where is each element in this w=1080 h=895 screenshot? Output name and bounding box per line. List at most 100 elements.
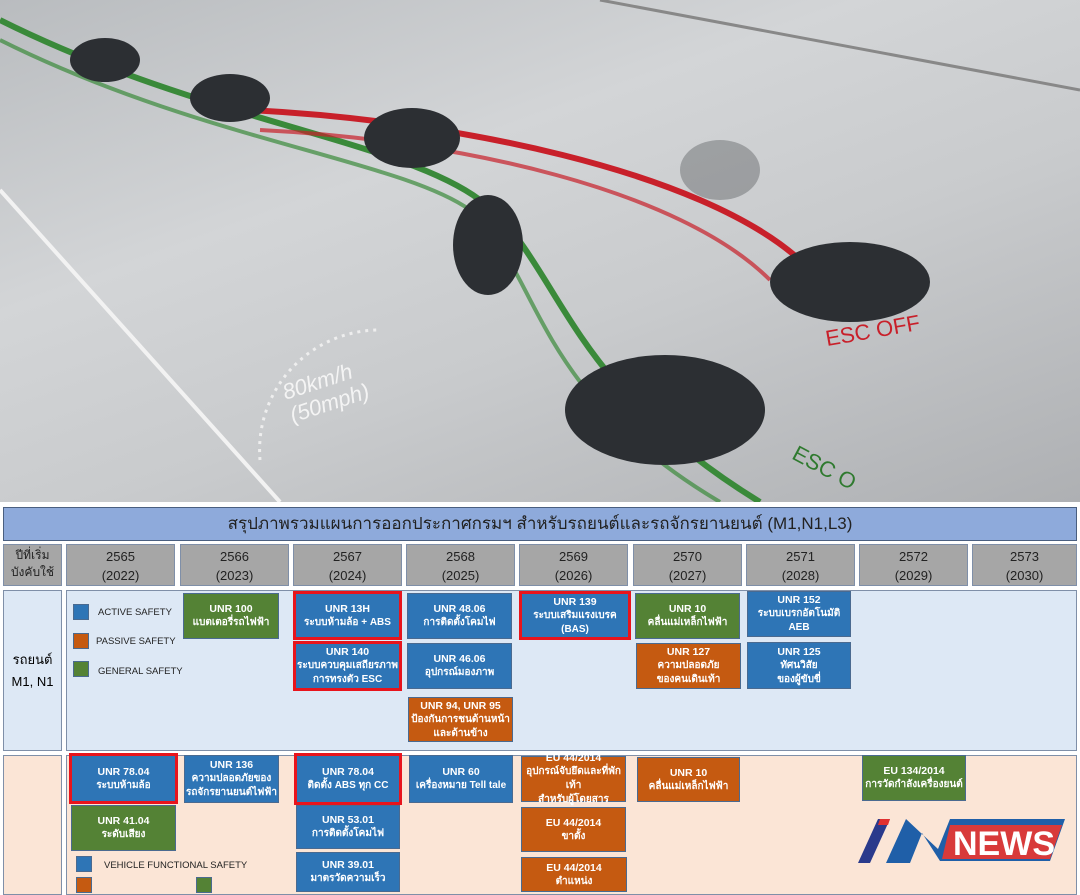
regulation-box: UNR 10 คลื่นแม่เหล็กไฟฟ้า — [635, 593, 740, 639]
regulation-box: UNR 39.01 มาตรวัดความเร็ว — [296, 852, 400, 892]
regulation-code: UNR 100 — [209, 603, 253, 615]
legend-vfs-swatch — [76, 856, 92, 872]
regulation-desc: มาตรวัดความเร็ว — [310, 873, 386, 884]
regulation-desc: การติดตั้งโคมไฟ — [423, 617, 496, 628]
row-label-car: รถยนต์ M1, N1 — [3, 590, 62, 751]
legend-general-swatch — [73, 661, 89, 677]
regulation-desc: เครื่องหมาย Tell tale — [415, 780, 507, 791]
regulation-code: UNR 39.01 — [322, 859, 374, 871]
regulation-code: UNR 53.01 — [322, 814, 374, 826]
corner-line: บังคับใช้ — [10, 565, 55, 579]
regulation-desc: ความปลอดภัย — [657, 660, 720, 671]
regulation-code: UNR 13H — [325, 602, 370, 615]
row-label-line: M1, N1 — [11, 674, 54, 689]
legend-swatch — [76, 877, 92, 893]
legend-swatch — [196, 877, 212, 893]
year-header: 2567(2024) — [293, 544, 402, 586]
regulation-code: UNR 125 — [777, 645, 821, 658]
year-ce: (2024) — [328, 568, 367, 583]
table-title: สรุปภาพรวมแผนการออกประกาศกรมฯ สำหรับรถยน… — [3, 507, 1077, 541]
regulation-code: UNR 10 — [669, 766, 708, 779]
legend-passive-swatch — [73, 633, 89, 649]
regulation-code: UNR 127 — [666, 646, 711, 658]
regulation-desc: ระบบห้ามล้อ — [96, 779, 151, 791]
year-be: 2569 — [559, 549, 588, 564]
year-header: 2565 (2022) — [66, 544, 175, 586]
year-be: 2570 — [673, 549, 702, 564]
year-ce: (2025) — [441, 568, 480, 583]
regulation-code: UNR 139 — [553, 595, 597, 608]
year-header: 2572(2029) — [859, 544, 968, 586]
year-ce: (2026) — [554, 568, 593, 583]
regulation-code: UNR 136 — [209, 759, 254, 771]
regulation-code: UNR 46.06 — [433, 653, 486, 665]
row-label-line: รถยนต์ — [12, 652, 53, 667]
regulation-desc: ระบบเบรกอัตโนมัติ — [757, 608, 841, 619]
regulation-desc: รถจักรยานยนต์ไฟฟ้า — [185, 787, 277, 798]
corner-header: ปีที่เริ่มบังคับใช้ — [3, 544, 62, 586]
svg-text:NEWS: NEWS — [953, 825, 1055, 863]
regulation-desc: ขาตั้ง — [561, 830, 586, 842]
year-be: 2565 — [106, 549, 135, 564]
legend-general-label: GENERAL SAFETY — [98, 666, 183, 677]
corner-line: ปีที่เริ่ม — [15, 548, 50, 562]
regulation-desc: ความปลอดภัยของ — [191, 773, 272, 784]
regulation-desc: ระดับเสียง — [101, 829, 146, 840]
in-news-logo: NEWS — [850, 815, 1065, 865]
regulation-code: UNR 78.04 — [322, 766, 374, 778]
regulation-desc: ระบบห้ามล้อ + ABS — [304, 616, 391, 628]
regulation-code: EU 44/2014 — [545, 816, 602, 829]
legend-vfs-label: VEHICLE FUNCTIONAL SAFETY — [104, 860, 248, 871]
regulation-desc: ของผู้ขับขี่ — [777, 673, 821, 685]
year-ce: (2030) — [1005, 568, 1044, 583]
regulation-box: UNR 127 ความปลอดภัยของคนเดินเท้า — [636, 643, 741, 689]
regulation-code: UNR 94, UNR 95 — [420, 699, 501, 712]
regulation-box: UNR 41.04 ระดับเสียง — [71, 805, 176, 851]
legend-active-swatch — [73, 604, 89, 620]
regulation-code: UNR 78.04 — [97, 765, 150, 778]
road-illustration — [0, 0, 1080, 502]
regulation-code: EU 44/2014 — [546, 861, 602, 874]
regulation-desc: คลื่นแม่เหล็กไฟฟ้า — [647, 617, 728, 628]
year-be: 2573 — [1010, 549, 1039, 564]
regulation-desc: และด้านข้าง — [433, 727, 488, 739]
legend-active-label: ACTIVE SAFETY — [98, 607, 172, 618]
regulation-desc: ระบบเสริมแรงเบรค — [533, 609, 617, 621]
legend-passive-label: PASSIVE SAFETY — [96, 636, 176, 647]
year-ce: (2028) — [781, 568, 820, 583]
regulation-desc: ของคนเดินเท้า — [656, 674, 721, 685]
regulation-desc: อุปกรณ์จับยึดและที่พักเท้า — [526, 766, 621, 791]
year-header: 2570(2027) — [633, 544, 742, 586]
year-header: 2566(2023) — [180, 544, 289, 586]
regulation-desc: อุปกรณ์มองภาพ — [424, 667, 495, 678]
regulation-desc: สำหรับผู้โดยสาร — [538, 794, 609, 805]
regulation-desc: การทรงตัว ESC — [312, 674, 383, 685]
regulation-code: UNR 10 — [668, 603, 707, 615]
esc-demo-photo: 80km/h(50mph) ESC OFF ESC O — [0, 0, 1080, 502]
regulation-code: UNR 140 — [325, 646, 370, 658]
regulation-desc: ป้องกันการชนด้านหน้า — [411, 713, 510, 725]
regulation-desc: ระบบควบคุมเสถียรภาพ — [297, 660, 398, 671]
year-ce: (2023) — [215, 568, 254, 583]
row-label-motorcycle — [3, 755, 62, 895]
regulation-desc: ทัศนวิสัย — [780, 659, 818, 671]
regulation-code: UNR 152 — [777, 594, 821, 606]
regulation-desc: คลื่นแม่เหล็กไฟฟ้า — [648, 780, 729, 792]
regulation-code: UNR 41.04 — [97, 815, 150, 827]
logo-graphic: NEWS — [858, 819, 1065, 863]
year-ce: (2022) — [101, 568, 140, 583]
regulation-desc: (BAS) — [561, 623, 589, 635]
regulation-code: EU 134/2014 — [883, 765, 945, 777]
